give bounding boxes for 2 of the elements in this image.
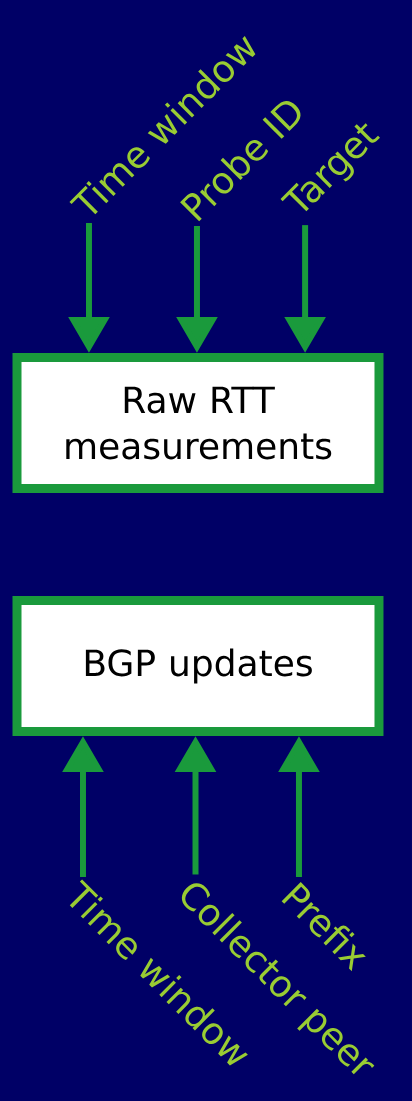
process-box: Raw RTT measurements bbox=[12, 353, 384, 493]
process-box: BGP updates bbox=[12, 596, 384, 736]
